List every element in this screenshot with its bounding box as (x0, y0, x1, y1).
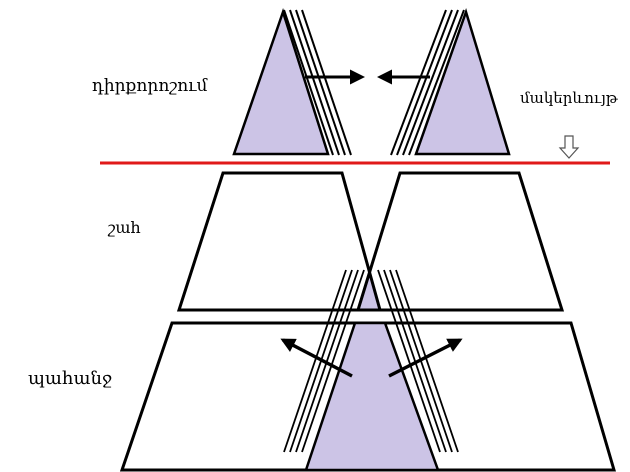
top-left-triangle (232, 8, 330, 156)
top-left-triangle-group (232, 8, 365, 156)
label-demand: պահանջ (28, 368, 112, 389)
top-right-fault-lines (390, 9, 465, 156)
middle-trapezoids (176, 171, 565, 312)
top-right-triangle (414, 7, 511, 156)
middle-left-trapezoid (176, 171, 382, 312)
bottom-trapezoid (119, 321, 617, 472)
up-right-arrow (388, 338, 463, 378)
label-positioning: դիրքորոշում (92, 76, 208, 96)
middle-center-wedge (358, 270, 380, 310)
top-right-triangle-group (377, 7, 511, 156)
up-left-arrow (280, 338, 353, 378)
label-surface: մակերևույթ (520, 89, 619, 107)
label-profit: շահ (107, 218, 141, 237)
top-left-fault-lines (283, 9, 352, 156)
middle-right-trapezoid (355, 171, 565, 312)
bottom-center-wedge (304, 321, 440, 472)
bottom-trapezoid-group (119, 269, 617, 472)
down-arrow-icon (558, 135, 580, 159)
